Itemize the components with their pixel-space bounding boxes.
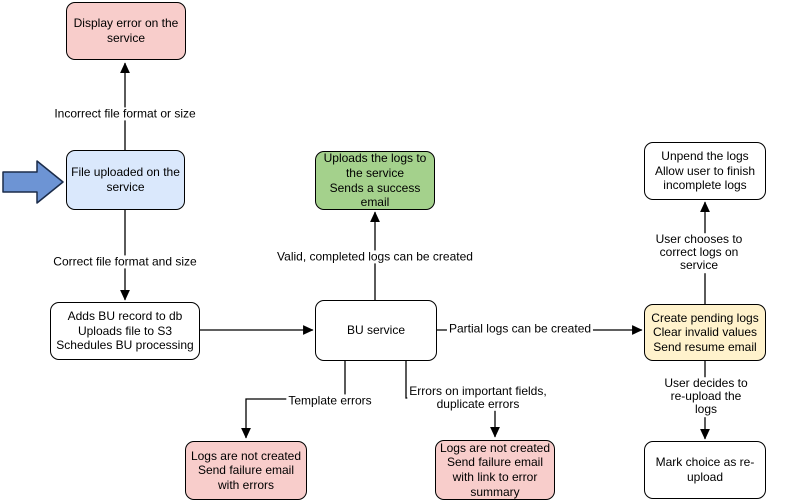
edge-label-partial-logs: Partial logs can be created (446, 321, 594, 336)
node-create-pending-logs: Create pending logs Clear invalid values… (644, 304, 766, 361)
entry-thick-right-arrow-icon (2, 160, 64, 204)
edge-label-user-chooses: User chooses to correct logs on service (648, 233, 750, 273)
node-logs-not-created-errors: Logs are not created Send failure email … (185, 441, 307, 500)
node-adds-bu-record: Adds BU record to db Uploads file to S3 … (50, 302, 200, 360)
node-logs-not-created-summary: Logs are not created Send failure email … (435, 440, 555, 500)
edge-label-correct-format: Correct file format and size (51, 254, 199, 269)
node-file-uploaded: File uploaded on the service (66, 150, 185, 210)
edge-label-incorrect-format: Incorrect file format or size (52, 106, 198, 121)
edge-label-errors-fields: Errors on important fields, duplicate er… (407, 383, 549, 412)
node-unpend-logs: Unpend the logs Allow user to finish inc… (644, 142, 766, 200)
node-display-error: Display error on the service (66, 2, 186, 60)
edge-label-user-decides: User decides to re-upload the logs (658, 377, 754, 417)
node-mark-reupload: Mark choice as re- upload (644, 441, 766, 499)
node-bu-service: BU service (315, 300, 437, 361)
edge-label-template-errors: Template errors (286, 393, 374, 408)
edge-label-valid-completed: Valid, completed logs can be created (275, 249, 475, 264)
node-uploads-logs-success: Uploads the logs to the service Sends a … (315, 151, 435, 210)
